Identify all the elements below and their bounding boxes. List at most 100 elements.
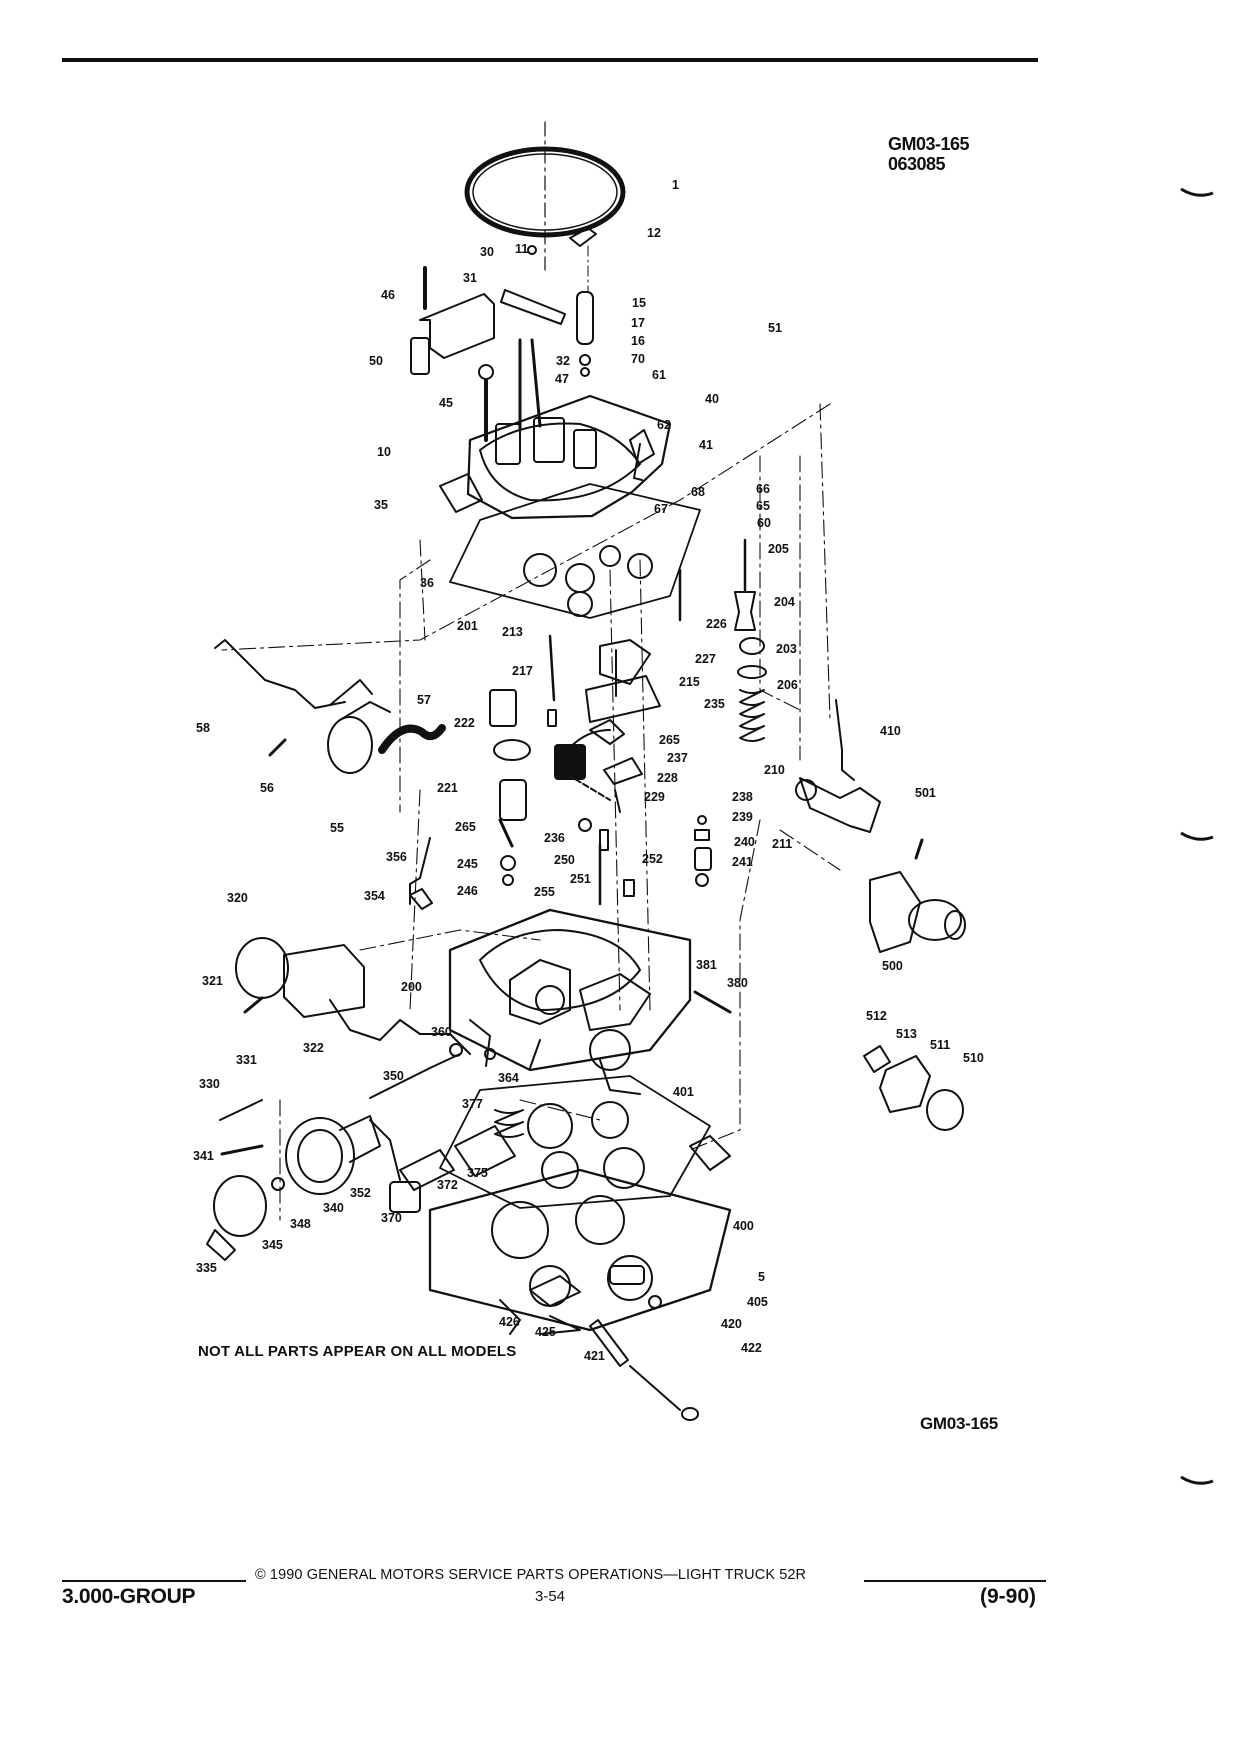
callout: 15 (632, 296, 646, 310)
callout: 36 (420, 576, 434, 590)
figure-id: GM03-165 (888, 134, 970, 154)
callout: 320 (227, 891, 248, 905)
figure-date-code: 063085 (888, 154, 946, 174)
callout: 350 (383, 1069, 404, 1083)
callout: 421 (584, 1349, 605, 1363)
footer-rule-right (864, 1580, 1046, 1582)
callout: 360 (431, 1025, 452, 1039)
callout: 341 (193, 1149, 214, 1163)
callout: 226 (706, 617, 727, 631)
callout: 62 (657, 418, 671, 432)
callout: 229 (644, 790, 665, 804)
callout: 58 (196, 721, 210, 735)
callout: 422 (741, 1341, 762, 1355)
callout: 206 (777, 678, 798, 692)
callout: 426 (499, 1315, 520, 1329)
callout: 205 (768, 542, 789, 556)
callout: 60 (757, 516, 771, 530)
callout: 16 (631, 334, 645, 348)
callout: 348 (290, 1217, 311, 1231)
callout: 265 (659, 733, 680, 747)
callout: 235 (704, 697, 725, 711)
callout: 375 (467, 1166, 488, 1180)
callout: 381 (696, 958, 717, 972)
callout: 213 (502, 625, 523, 639)
callout: 236 (544, 831, 565, 845)
callout: 335 (196, 1261, 217, 1275)
callout: 10 (377, 445, 391, 459)
callout: 245 (457, 857, 478, 871)
callout: 265 (455, 820, 476, 834)
callout: 61 (652, 368, 666, 382)
callout: 241 (732, 855, 753, 869)
callout: 246 (457, 884, 478, 898)
callout: 250 (554, 853, 575, 867)
footer-group: 3.000-GROUP (62, 1585, 196, 1608)
callout: 228 (657, 771, 678, 785)
callout: 501 (915, 786, 936, 800)
callout: 255 (534, 885, 555, 899)
callout: 400 (733, 1219, 754, 1233)
callout: 345 (262, 1238, 283, 1252)
callout: 40 (705, 392, 719, 406)
callout: 30 (480, 245, 494, 259)
callout: 239 (732, 810, 753, 824)
callout: 57 (417, 693, 431, 707)
footer-copyright: © 1990 GENERAL MOTORS SERVICE PARTS OPER… (255, 1567, 807, 1583)
callout: 372 (437, 1178, 458, 1192)
callout: 354 (364, 889, 385, 903)
callout: 222 (454, 716, 475, 730)
binder-mark-icon (1180, 831, 1214, 841)
callout: 237 (667, 751, 688, 765)
callout: 67 (654, 502, 668, 516)
callout: 70 (631, 352, 645, 366)
callout: 211 (772, 837, 792, 851)
callout: 31 (463, 271, 477, 285)
callout: 210 (764, 763, 785, 777)
callout: 500 (882, 959, 903, 973)
callout: 65 (756, 499, 770, 513)
footer-date: (9-90) (980, 1585, 1037, 1608)
callout: 364 (498, 1071, 519, 1085)
callout: 215 (679, 675, 700, 689)
callout: 45 (439, 396, 453, 410)
callout: 340 (323, 1201, 344, 1215)
callout: 200 (401, 980, 422, 994)
figure-id-block: GM03-165 063085 (888, 134, 970, 174)
callout: 68 (691, 485, 705, 499)
callout: 370 (381, 1211, 402, 1225)
callout: 510 (963, 1051, 984, 1065)
callout: 405 (747, 1295, 768, 1309)
callout: 420 (721, 1317, 742, 1331)
callout: 227 (695, 652, 716, 666)
callout: 352 (350, 1186, 371, 1200)
callout: 12 (647, 226, 661, 240)
callout: 51 (768, 321, 782, 335)
callout: 221 (437, 781, 458, 795)
callout: 425 (535, 1325, 556, 1339)
callout: 204 (774, 595, 795, 609)
binder-mark-icon (1180, 1475, 1214, 1485)
callout: 66 (756, 482, 770, 496)
callout: 47 (555, 372, 569, 386)
callout: 32 (556, 354, 570, 368)
callout: 356 (386, 850, 407, 864)
footer-rule-left (62, 1580, 246, 1582)
callout: 330 (199, 1077, 220, 1091)
callout: 321 (202, 974, 223, 988)
callout: 46 (381, 288, 395, 302)
callout: 55 (330, 821, 344, 835)
callout: 513 (896, 1027, 917, 1041)
callout: 322 (303, 1041, 324, 1055)
callout: 41 (699, 438, 713, 452)
callout: 17 (631, 316, 645, 330)
callout: 410 (880, 724, 901, 738)
callout: 511 (930, 1038, 950, 1052)
callout: 1 (672, 178, 679, 192)
callout: 35 (374, 498, 388, 512)
callout: 238 (732, 790, 753, 804)
callout: 56 (260, 781, 274, 795)
callout: 331 (236, 1053, 257, 1067)
